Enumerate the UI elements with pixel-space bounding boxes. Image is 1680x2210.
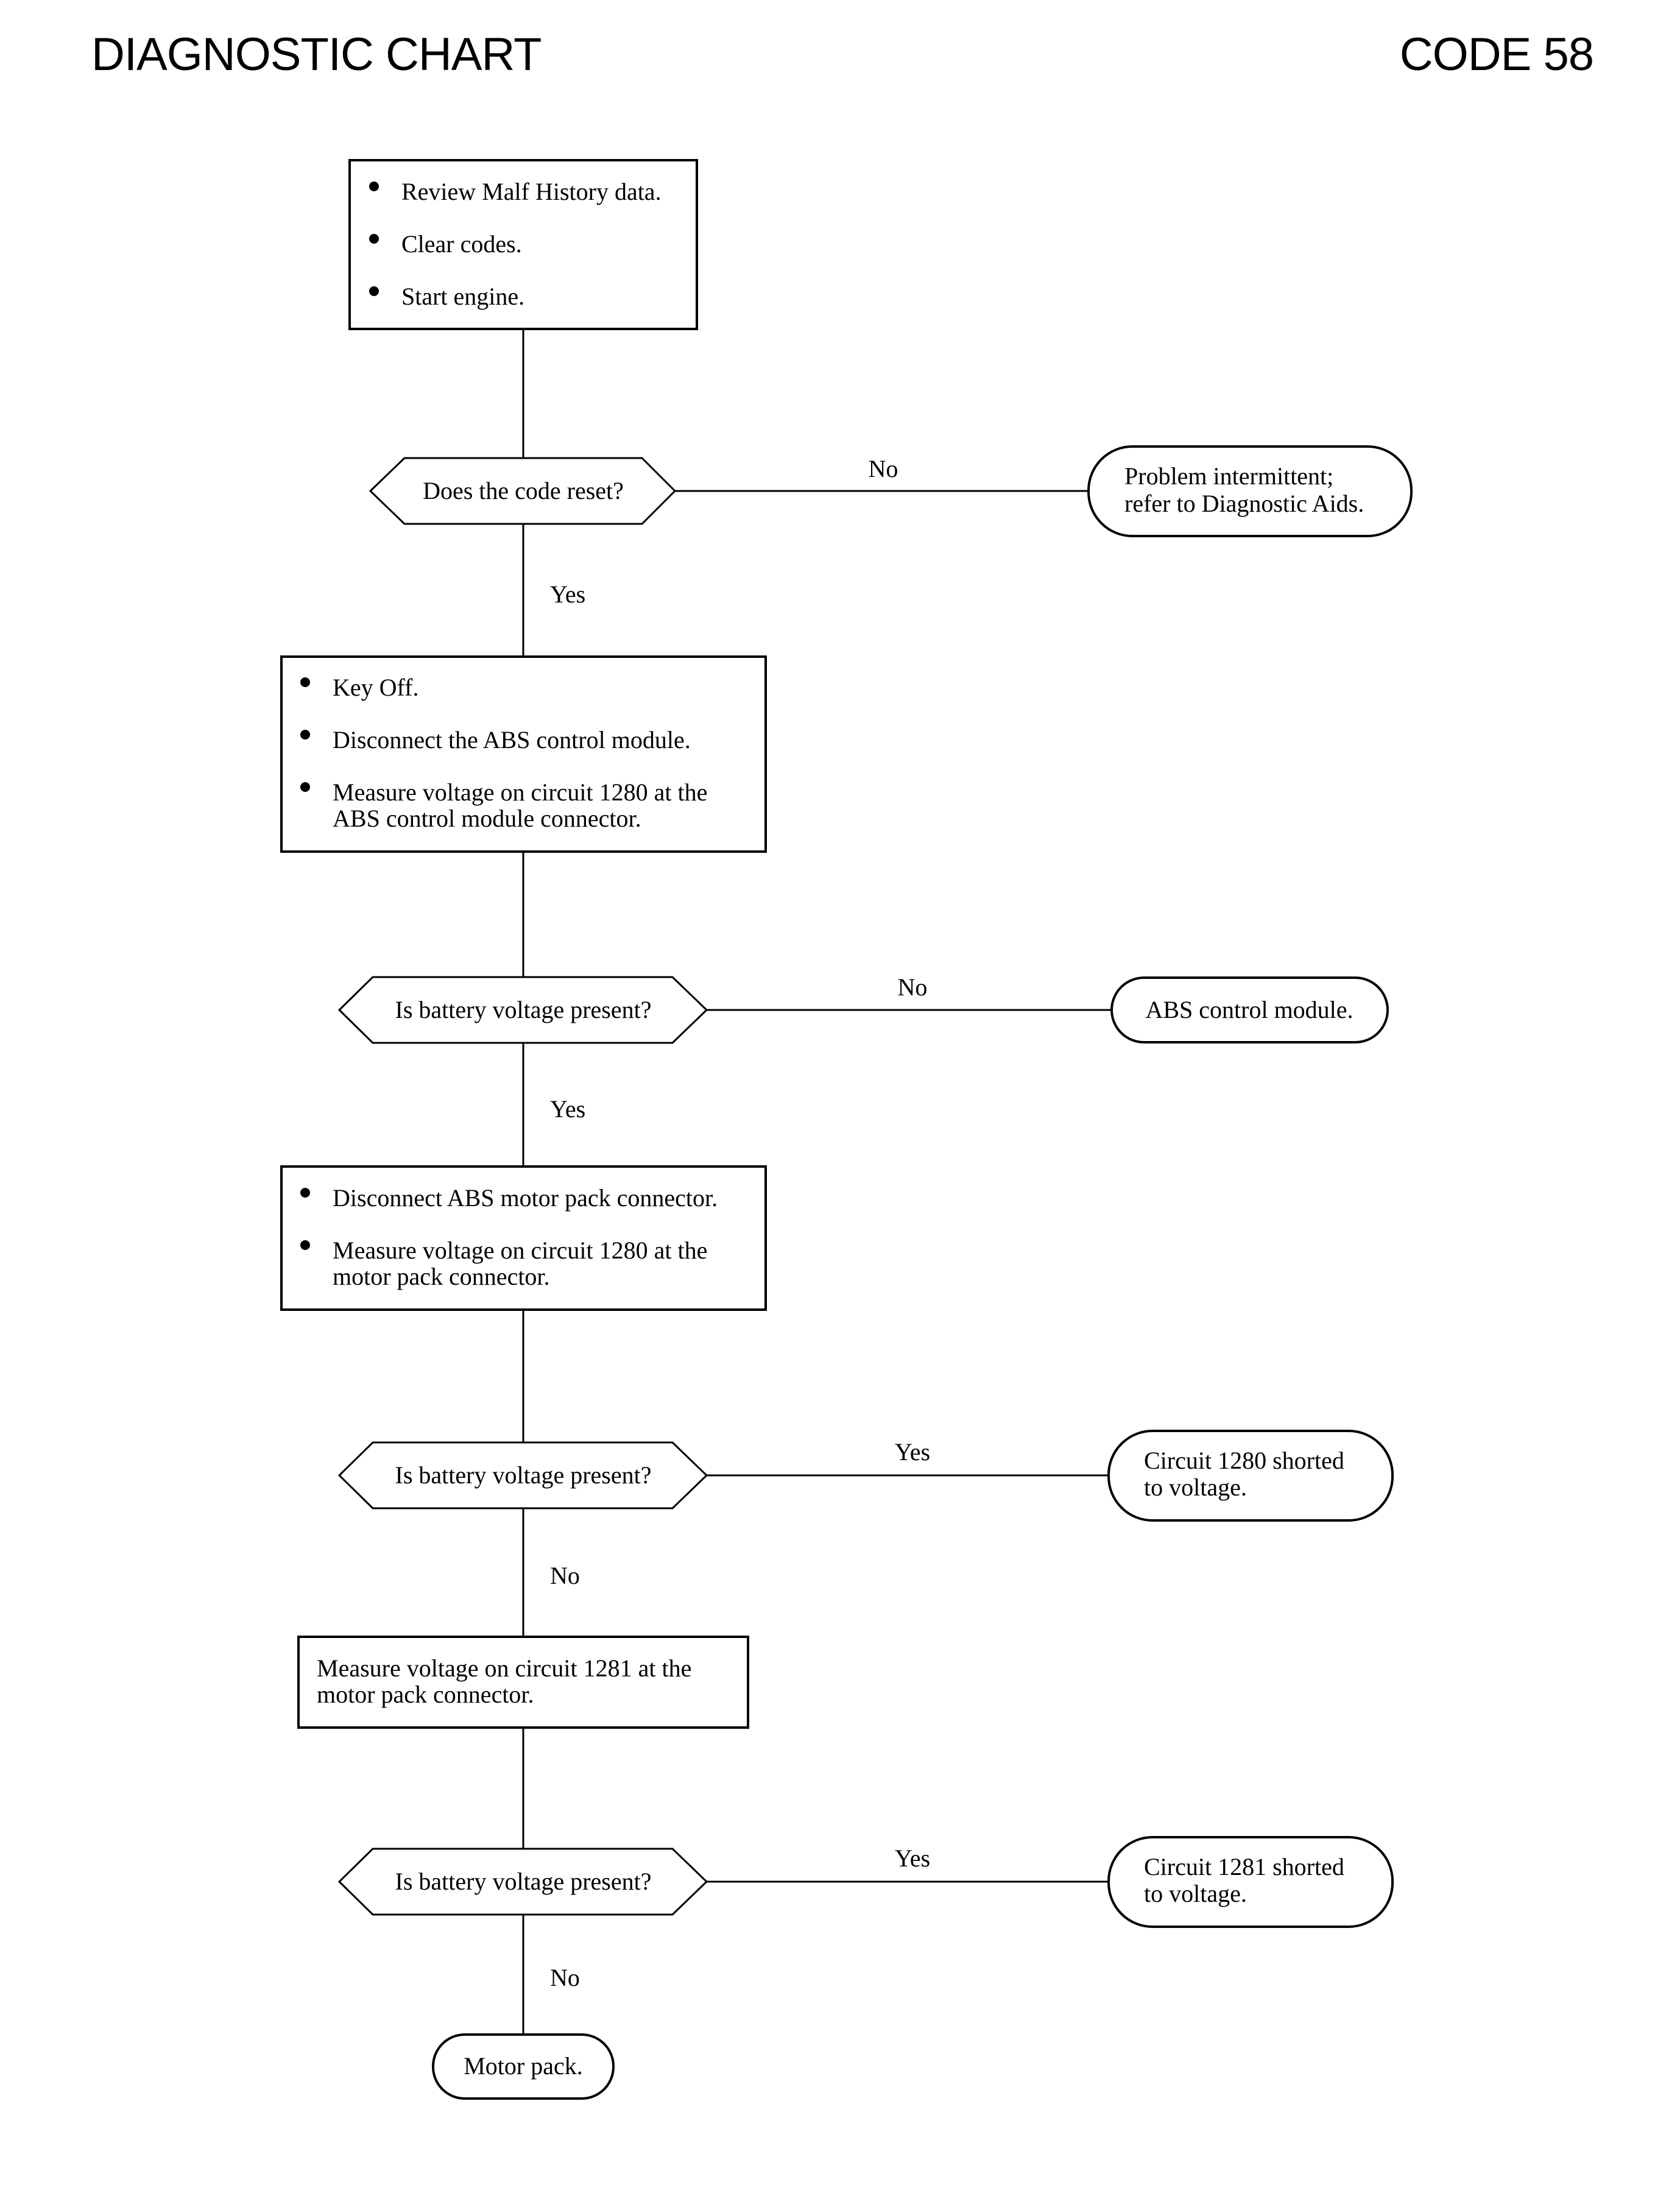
step-2-item: Disconnect the ABS control module.: [333, 726, 691, 754]
result-2-line: ABS control module.: [1145, 996, 1353, 1023]
result-1-line: Problem intermittent;: [1124, 462, 1333, 490]
result-terminal-3: [1107, 1430, 1394, 1522]
decision-3-no-label: No: [550, 1562, 580, 1589]
bullet-marks: [300, 182, 379, 1250]
result-1-line: refer to Diagnostic Aids.: [1124, 490, 1364, 517]
step-3-item: Measure voltage on circuit 1280 at the: [333, 1237, 707, 1264]
decision-shape-1: [369, 457, 677, 525]
bullet-dot: [300, 730, 310, 740]
decision-1-no-label: No: [869, 455, 898, 482]
step-4-line: Measure voltage on circuit 1281 at the: [317, 1654, 691, 1682]
bullet-dot: [369, 286, 379, 296]
step-2-item-cont: ABS control module connector.: [333, 805, 641, 832]
decision-2-no-label: No: [898, 973, 928, 1001]
result-3-line: Circuit 1280 shorted: [1144, 1447, 1344, 1474]
decision-4-question: Is battery voltage present?: [395, 1868, 652, 1895]
bullet-dot: [300, 1188, 310, 1198]
step-box-4: [297, 1636, 749, 1729]
step-box-1: [348, 159, 698, 330]
step-box-2: [280, 655, 767, 853]
final-result-label: Motor pack.: [464, 2052, 583, 2080]
chart-code: CODE 58: [1399, 29, 1594, 80]
step-2-item: Key Off.: [333, 674, 418, 701]
result-terminal-1: [1087, 445, 1413, 537]
decision-2-question: Is battery voltage present?: [395, 996, 652, 1023]
bullet-dot: [300, 677, 310, 687]
decision-shape-2: [337, 976, 708, 1044]
result-4-line: Circuit 1281 shorted: [1144, 1853, 1344, 1880]
final-terminal: [432, 2033, 615, 2100]
decision-3-yes-label: Yes: [895, 1438, 930, 1466]
decision-2-yes-label: Yes: [550, 1095, 585, 1123]
chart-title: DIAGNOSTIC CHART: [91, 29, 542, 80]
decision-3-question: Is battery voltage present?: [395, 1461, 652, 1489]
step-1-item: Review Malf History data.: [401, 178, 662, 205]
result-4-line: to voltage.: [1144, 1880, 1247, 1907]
decision-shape-3: [337, 1441, 708, 1509]
step-3-item: Disconnect ABS motor pack connector.: [333, 1184, 718, 1212]
decision-4-yes-label: Yes: [895, 1845, 930, 1872]
step-4-line: motor pack connector.: [317, 1681, 534, 1708]
decision-shape-4: [337, 1848, 708, 1916]
step-box-3: [280, 1165, 767, 1311]
result-terminal-4: [1107, 1836, 1394, 1928]
decision-1-question: Does the code reset?: [423, 477, 624, 504]
step-1-item: Clear codes.: [401, 230, 522, 258]
result-terminal-2: [1110, 976, 1389, 1043]
bullet-dot: [300, 782, 310, 792]
result-3-line: to voltage.: [1144, 1474, 1247, 1501]
decision-4-no-label: No: [550, 1964, 580, 1991]
step-1-item: Start engine.: [401, 283, 524, 310]
bullet-dot: [300, 1240, 310, 1250]
step-3-item-cont: motor pack connector.: [333, 1263, 550, 1290]
bullet-dot: [369, 182, 379, 191]
bullet-dot: [369, 234, 379, 244]
decision-1-yes-label: Yes: [550, 581, 585, 608]
step-2-item: Measure voltage on circuit 1280 at the: [333, 778, 707, 806]
